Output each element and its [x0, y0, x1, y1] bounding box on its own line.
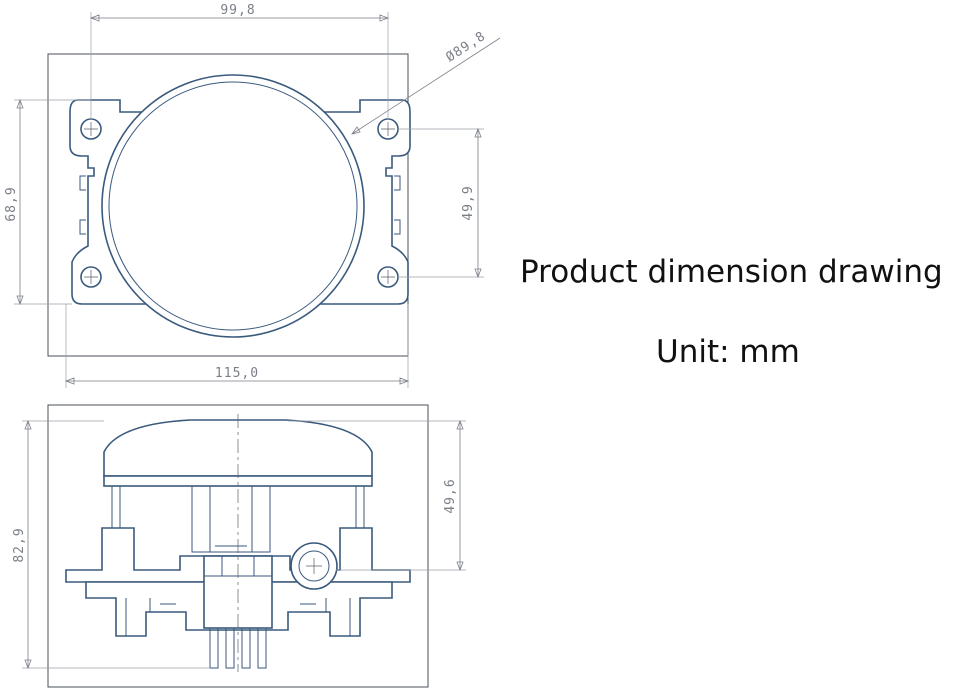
wire-socket-inner [298, 550, 330, 582]
connector-pins [209, 628, 267, 669]
front-view: 99,8 Ø89,8 68,9 49,9 115,0 [4, 3, 501, 388]
side-view-frame [47, 404, 429, 688]
side-dimensions [22, 419, 466, 670]
lens-inner-ring [108, 81, 358, 331]
front-view-frame [47, 53, 409, 357]
side-posts [111, 486, 365, 528]
dim-top-width: 99,8 [220, 3, 255, 18]
housing-neck [191, 485, 271, 553]
unit-label: Unit: mm [656, 334, 800, 370]
hole-centerlines [84, 122, 395, 284]
mounting-holes [80, 118, 399, 288]
lens-outer-ring [101, 74, 365, 338]
bracket-side-tabs [79, 175, 401, 235]
drawing-title: Product dimension drawing [520, 254, 943, 290]
dim-dome-depth: 49,6 [443, 478, 458, 513]
dim-bottom-width: 115,0 [215, 366, 259, 381]
dim-left-height: 68,9 [4, 186, 19, 221]
side-view: 82,9 49,6 [12, 404, 466, 688]
front-dimensions [14, 12, 501, 388]
dim-hole-spacing: 49,9 [461, 185, 476, 220]
dim-total-depth: 82,9 [12, 527, 27, 562]
